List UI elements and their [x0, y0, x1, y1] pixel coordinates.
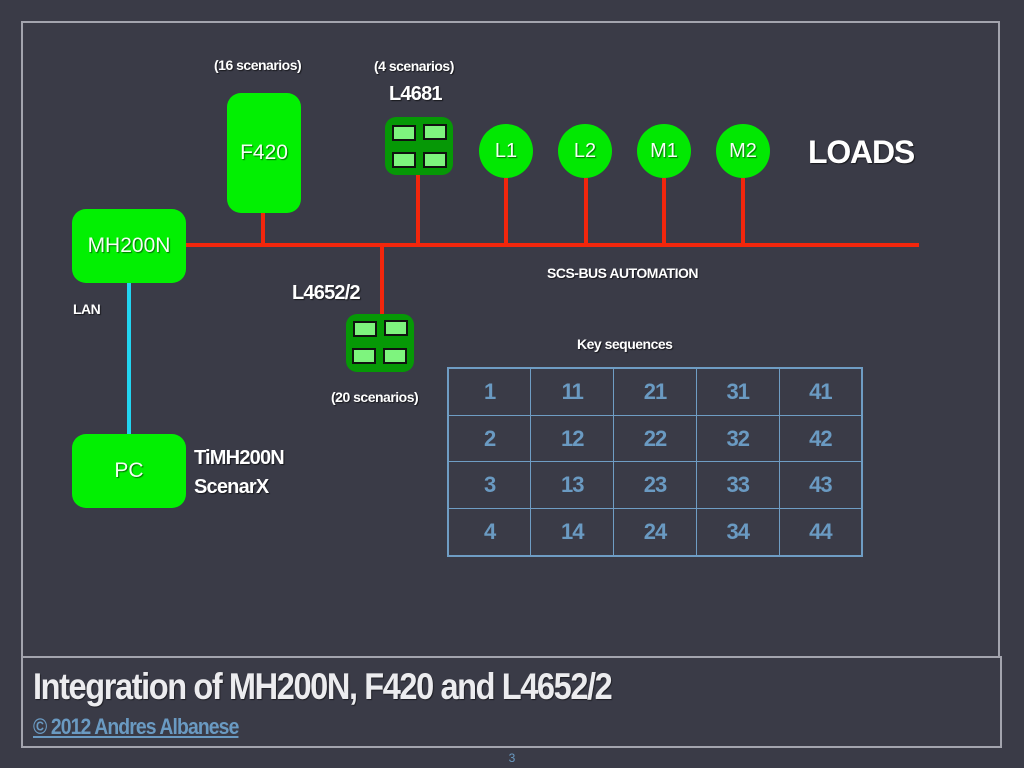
table-cell: 4: [447, 508, 532, 557]
table-cell: 43: [778, 461, 863, 510]
load-l2: L2: [558, 124, 612, 178]
table-cell: 31: [695, 367, 780, 416]
load-m1: M1: [637, 124, 691, 178]
table-row: 3 13 23 33 43: [447, 461, 863, 510]
l4681-keypad: [385, 117, 453, 175]
load-label: M1: [650, 139, 678, 162]
table-cell: 14: [530, 508, 615, 557]
pc-device: PC: [72, 434, 186, 508]
page-number: 3: [508, 751, 516, 765]
keypad-button-icon: [353, 321, 377, 337]
keypad-button-icon: [384, 320, 408, 336]
table-cell: 21: [613, 367, 697, 416]
bus-label: SCS-BUS AUTOMATION: [547, 265, 698, 281]
table-cell: 41: [778, 367, 863, 416]
l4681-bus-drop: [416, 174, 420, 245]
table-cell: 44: [778, 508, 863, 557]
load-m2: M2: [716, 124, 770, 178]
table-cell: 32: [695, 414, 780, 463]
f420-device: F420: [227, 93, 301, 213]
table-cell: 1: [447, 367, 532, 416]
table-cell: 13: [530, 461, 615, 510]
credit-link[interactable]: © 2012 Andres Albanese: [33, 714, 239, 739]
table-cell: 42: [778, 414, 863, 463]
table-cell: 34: [695, 508, 780, 557]
table-cell: 33: [695, 461, 780, 510]
slide-title: Integration of MH200N, F420 and L4652/2: [33, 666, 613, 707]
table-cell: 2: [447, 414, 532, 463]
pc-software-1: TiMH200N: [194, 447, 285, 469]
key-sequences-table: 1 11 21 31 41 2 12 22 32 42 3 13 23 33 4…: [447, 367, 863, 557]
table-cell: 22: [613, 414, 697, 463]
l2-bus-drop: [584, 178, 588, 245]
keypad-button-icon: [352, 348, 376, 364]
table-cell: 23: [613, 461, 697, 510]
load-l1: L1: [479, 124, 533, 178]
key-sequences-title: Key sequences: [577, 336, 673, 352]
l1-bus-drop: [504, 178, 508, 245]
table-cell: 24: [613, 508, 697, 557]
pc-software-2: ScenarX: [194, 476, 269, 498]
l4652-label: L4652/2: [292, 282, 361, 304]
lan-label: LAN: [73, 301, 101, 317]
m1-bus-drop: [662, 178, 666, 245]
keypad-button-icon: [423, 152, 447, 168]
scs-bus-line: [186, 243, 919, 247]
l4652-bus-drop: [380, 245, 384, 315]
lan-line: [127, 282, 131, 436]
keypad-button-icon: [392, 152, 416, 168]
l4681-note: (4 scenarios): [374, 58, 454, 74]
pc-label: PC: [114, 459, 144, 482]
table-cell: 3: [447, 461, 532, 510]
table-row: 2 12 22 32 42: [447, 414, 863, 463]
title-frame: [21, 656, 1002, 748]
load-label: L2: [573, 139, 597, 162]
loads-label: LOADS: [808, 134, 915, 170]
f420-bus-drop: [261, 212, 265, 245]
keypad-button-icon: [423, 124, 447, 140]
table-cell: 11: [530, 367, 615, 416]
table-cell: 12: [530, 414, 615, 463]
table-row: 1 11 21 31 41: [447, 367, 863, 416]
f420-note: (16 scenarios): [214, 57, 302, 73]
table-row: 4 14 24 34 44: [447, 508, 863, 557]
mh200n-controller: MH200N: [72, 209, 186, 283]
keypad-button-icon: [392, 125, 416, 141]
l4652-keypad: [346, 314, 414, 372]
keypad-button-icon: [383, 348, 407, 364]
f420-label: F420: [240, 141, 288, 164]
content-frame: [21, 21, 1000, 657]
l4681-label: L4681: [389, 83, 443, 105]
load-label: M2: [729, 139, 757, 162]
l4652-note: (20 scenarios): [331, 389, 419, 405]
m2-bus-drop: [741, 178, 745, 245]
mh200n-label: MH200N: [87, 234, 171, 257]
load-label: L1: [494, 139, 518, 162]
